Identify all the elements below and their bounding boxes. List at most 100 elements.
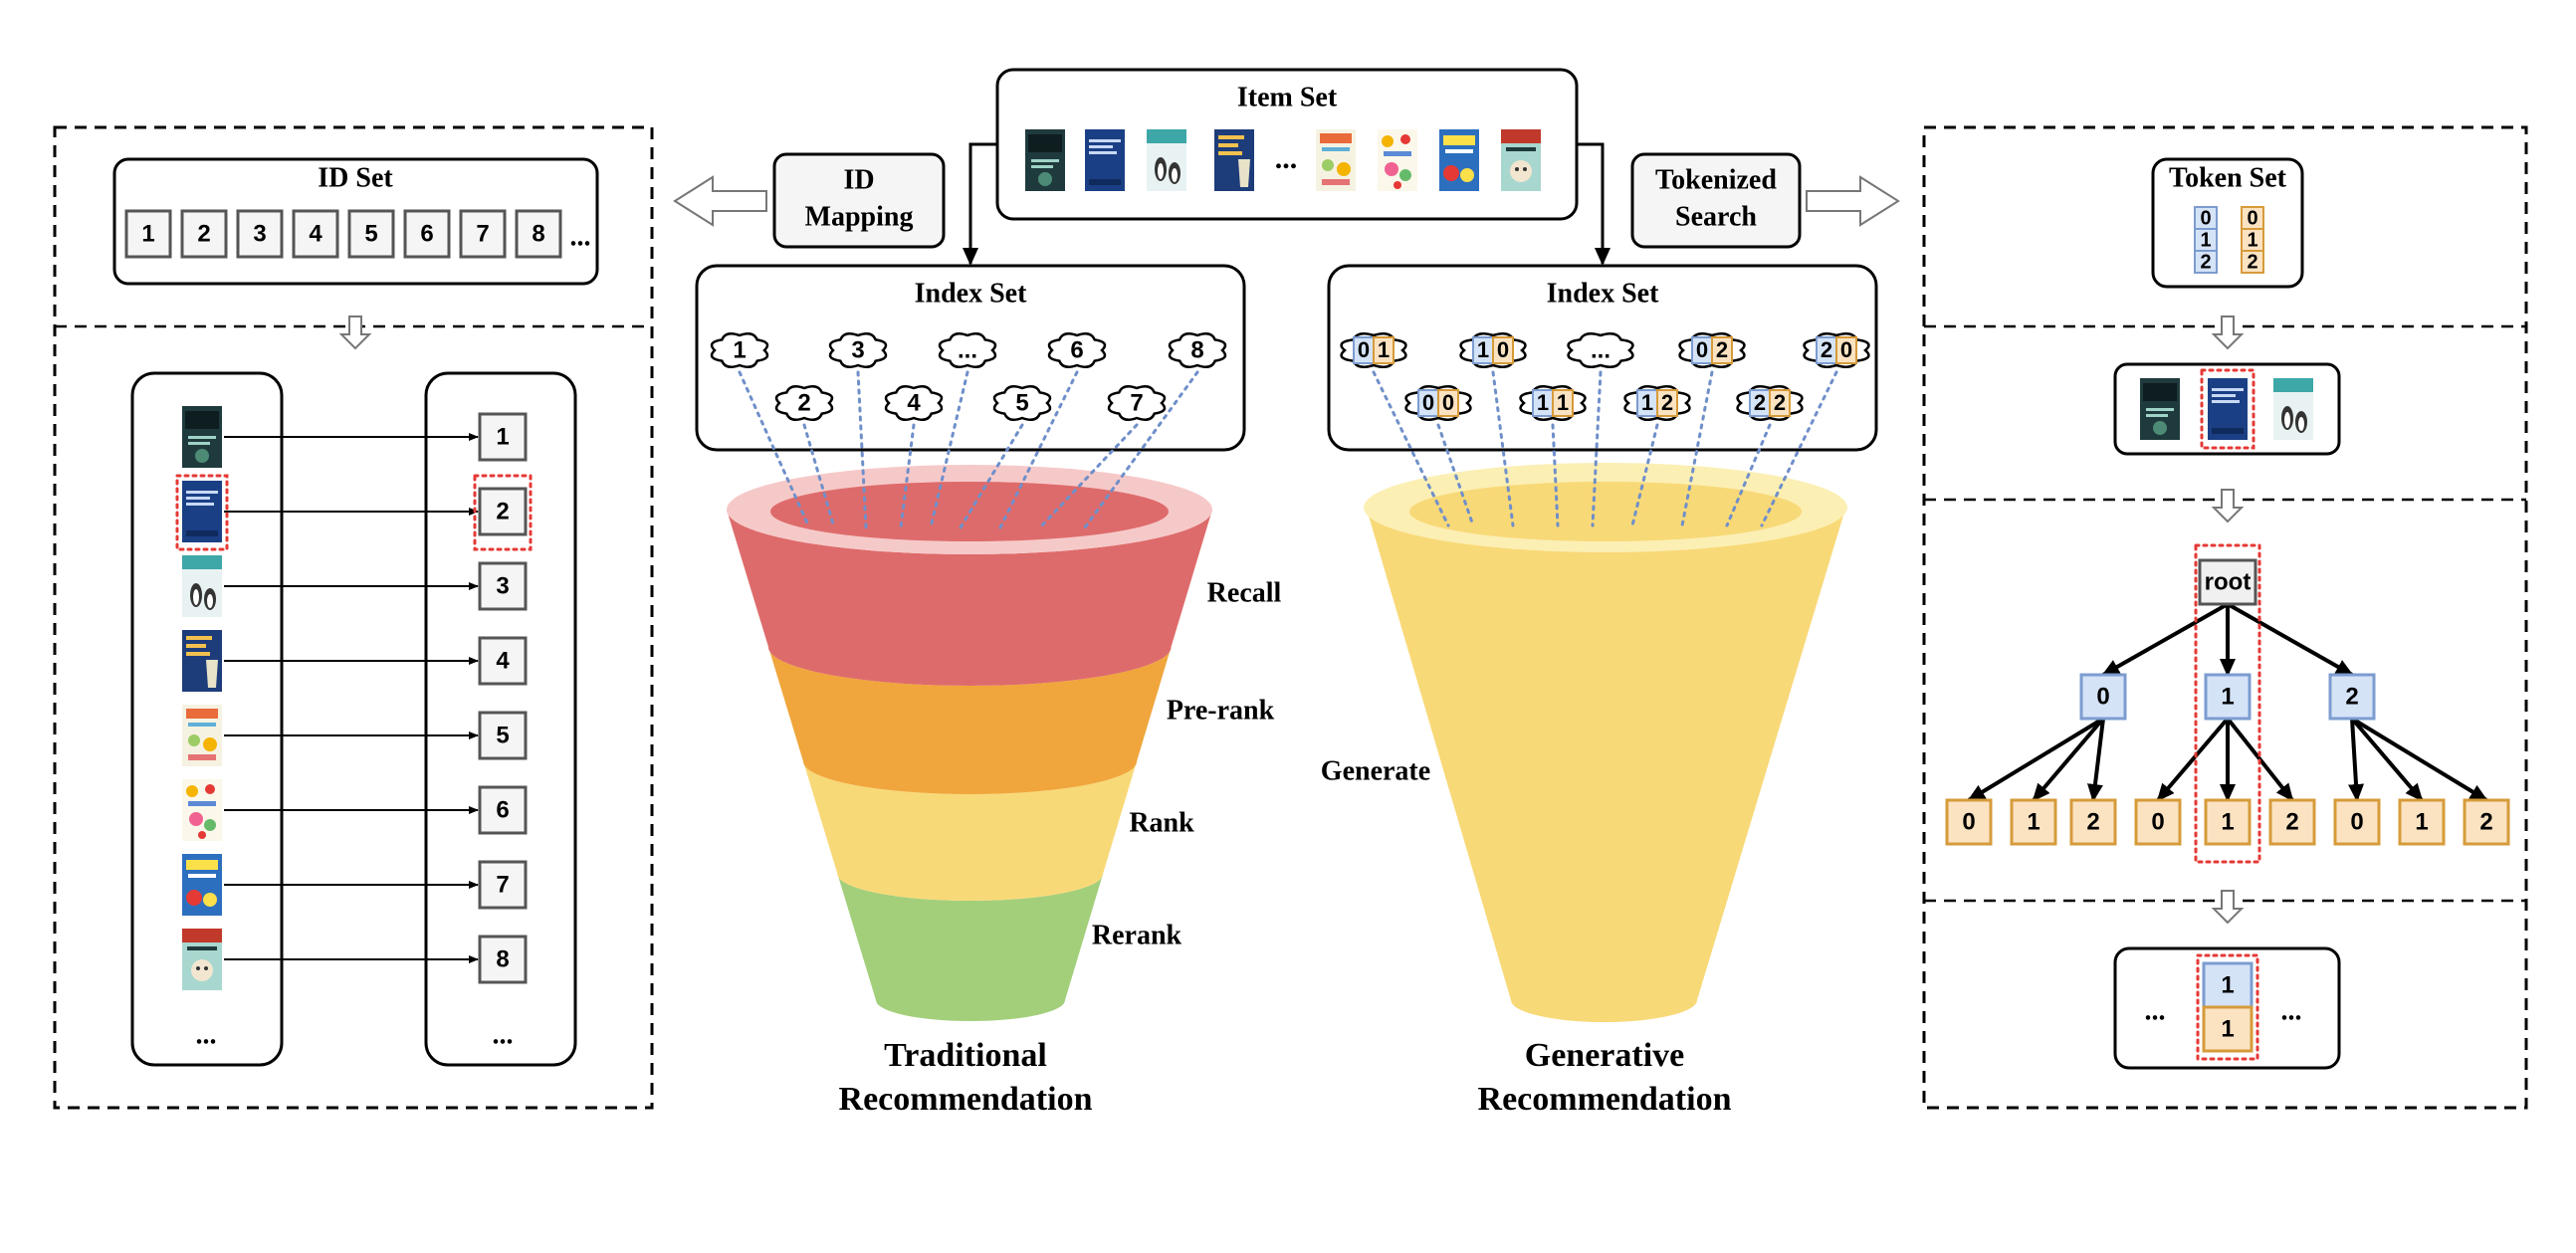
tree-level2-label: 2 (2479, 808, 2492, 835)
trad-index-cloud (1168, 331, 1227, 369)
trad-index-cloud (828, 331, 888, 369)
highlight-candidate (2200, 368, 2255, 450)
mapping-id-cell (478, 711, 528, 760)
tree-level2-node (2134, 798, 2182, 846)
mapping-id-cell (478, 561, 528, 611)
mapping-item-thumbnail (182, 779, 222, 841)
mapping-item-thumbnail (182, 854, 222, 916)
id-set-title: ID Set (318, 162, 393, 193)
gen-index-token-label: 2 (1716, 337, 1728, 362)
tokenized-search-box (1630, 152, 1802, 249)
id-set-cell (292, 209, 339, 259)
token-set-blue-label: 0 (2200, 207, 2211, 229)
trad-index-cloud-label: 5 (1015, 389, 1028, 416)
gen-index-link (1680, 370, 1714, 527)
tree-level1-node (2079, 673, 2127, 721)
mapping-item-thumbnail (182, 406, 222, 468)
mapping-id-cell (478, 860, 528, 910)
trad-index-link (738, 370, 811, 529)
id-set-cell-label: 8 (532, 220, 544, 247)
funnel-stage-rank (802, 761, 1138, 902)
trad-index-cloud (710, 331, 769, 369)
gen-index-token-label: 1 (1537, 390, 1549, 415)
id-mapping-box (772, 152, 946, 249)
result-ellipsis-left: ... (2145, 995, 2166, 1026)
tree-edge-leaf (2086, 718, 2105, 802)
trad-index-link (899, 423, 916, 529)
gen-index-link (1630, 423, 1659, 527)
trad-index-cloud-label: 2 (797, 389, 810, 416)
result-token-b-label: 1 (2221, 1015, 2234, 1042)
result-ellipsis-right: ... (2281, 995, 2302, 1026)
item-to-gen-index-arrow (1577, 142, 1610, 266)
tokenized-search-line1: Tokenized (1655, 164, 1777, 195)
candidate-thumbnail (2208, 378, 2248, 440)
tree-level2-label: 1 (2221, 808, 2234, 835)
trad-index-cloud-label: 3 (851, 336, 864, 363)
tree-level2-node (2010, 798, 2057, 846)
tree-edge-leaf (2032, 717, 2105, 802)
gen-funnel-body (1366, 506, 1846, 1022)
gen-token-orange (1552, 389, 1574, 417)
tree-edge-leaf (2156, 717, 2230, 802)
right-hollow-arrow (1806, 175, 1900, 227)
id-set-cell-label: 1 (141, 220, 154, 247)
funnel-label-recall: Recall (1207, 577, 1282, 608)
mapping-item-thumbnail (182, 481, 222, 542)
funnel-stage-recall (727, 510, 1212, 686)
id-set-cell-label: 7 (476, 220, 489, 247)
tree-edge-root (2101, 602, 2229, 677)
mapping-id-cell (478, 636, 528, 686)
id-set-cell (124, 209, 172, 259)
gen-funnel-label: Generate (1321, 755, 1430, 786)
trad-index-cloud (1047, 331, 1107, 369)
tree-level2-node (2333, 798, 2381, 846)
mapping-id-label: 4 (496, 647, 510, 674)
mapping-id-cell (478, 785, 528, 835)
left-down-arrow (338, 315, 372, 350)
mapping-id-label: 6 (496, 796, 509, 823)
trad-index-link (1083, 370, 1199, 529)
id-set-cell (180, 209, 228, 259)
highlight-id-2 (473, 474, 533, 551)
gen-index-title: Index Set (1547, 278, 1659, 309)
token-set-orange-cell (2241, 250, 2264, 274)
id-mapping-line2: Mapping (805, 201, 914, 232)
mapping-item-thumbnail (182, 630, 222, 692)
id-mapping-line1: ID (843, 164, 874, 195)
highlight-result (2196, 953, 2259, 1061)
trad-index-cloud-label: 4 (907, 389, 921, 416)
trad-index-link (929, 370, 969, 529)
trad-index-link (998, 370, 1079, 529)
gen-token-orange (1656, 389, 1678, 417)
id-set-cell (459, 209, 507, 259)
funnel-label-rank: Rank (1129, 807, 1194, 838)
trad-index-cloud (774, 384, 834, 422)
tree-level2-label: 1 (2415, 808, 2428, 835)
gen-token-orange (1769, 389, 1791, 417)
mapping-item-thumbnail (182, 555, 222, 617)
tree-edge-leaf (2348, 718, 2365, 802)
mapping-id-cell (478, 487, 528, 536)
left-panel (53, 125, 654, 1110)
tree-root-label: root (2205, 568, 2252, 595)
mapping-id-label: 7 (496, 871, 509, 898)
trad-index-cloud-label: ... (958, 336, 977, 363)
funnel-label-pre-rank: Pre-rank (1167, 695, 1275, 726)
right-down-arrow-1 (2211, 315, 2245, 350)
gen-index-link (1725, 423, 1772, 527)
funnel-stage-pre-rank (767, 647, 1172, 794)
mapping-id-label: 8 (496, 945, 509, 972)
trad-index-cloud-label: 6 (1070, 336, 1083, 363)
mapping-ellipsis-right: ... (493, 1019, 514, 1050)
trad-index-link (856, 370, 868, 529)
gen-caption-line1: Generative (1525, 1037, 1685, 1074)
right-down-arrow-2 (2211, 489, 2245, 523)
mapping-id-label: 3 (496, 572, 509, 599)
tree-edge-leaf (2350, 717, 2488, 802)
token-set-box (2151, 157, 2304, 289)
tree-level2-label: 2 (2285, 808, 2298, 835)
trad-index-link (802, 423, 836, 529)
gen-index-token-label: 1 (1557, 390, 1569, 415)
trad-index-cloud (938, 331, 997, 369)
